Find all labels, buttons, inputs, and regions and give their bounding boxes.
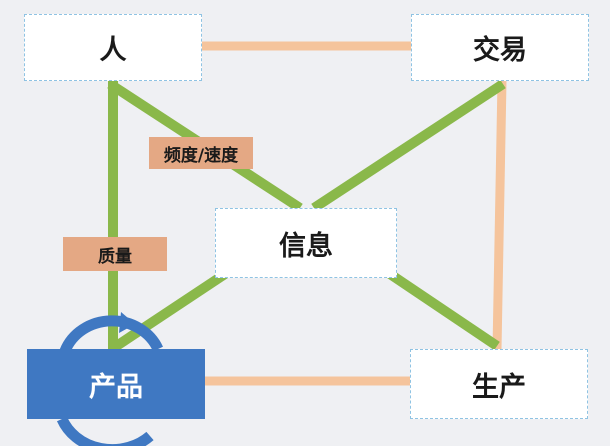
link-trade-info bbox=[311, 79, 506, 213]
link-info-production bbox=[387, 269, 500, 351]
node-product: 产品 bbox=[27, 349, 205, 419]
edge-label-frequency: 频度/速度 bbox=[149, 137, 253, 169]
cycle-arrow-icon bbox=[56, 312, 163, 446]
node-info: 信息 bbox=[215, 208, 397, 278]
node-trade: 交易 bbox=[411, 14, 589, 81]
node-production: 生产 bbox=[410, 349, 588, 419]
edge-label-quality: 质量 bbox=[63, 237, 167, 271]
link-product-info bbox=[109, 267, 231, 354]
link-trade-production bbox=[492, 80, 507, 350]
node-person: 人 bbox=[24, 14, 202, 81]
